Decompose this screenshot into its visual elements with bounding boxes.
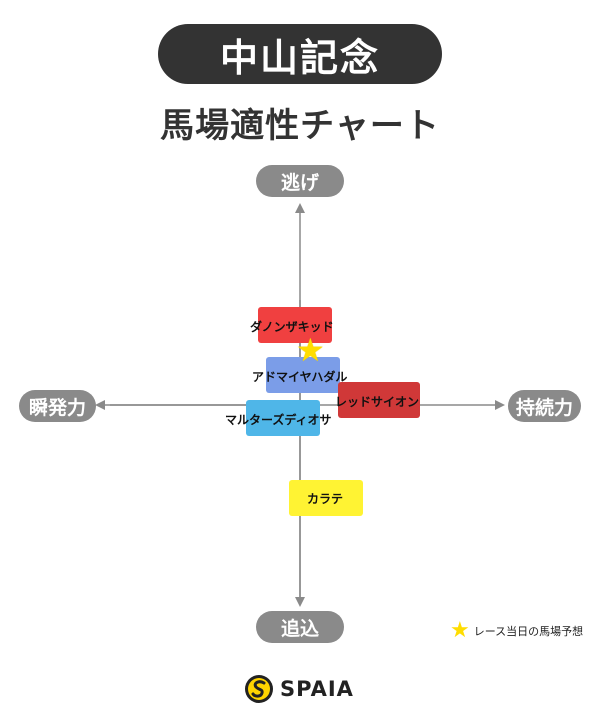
horse-label-admire-hadar: アドマイヤハダル xyxy=(252,370,348,384)
spaia-logo: SPAIA xyxy=(244,674,354,704)
chart-subtitle: 馬場適性チャート xyxy=(160,106,440,146)
horse-label-karate: カラテ xyxy=(307,492,344,506)
legend: ★ レース当日の馬場予想 xyxy=(450,620,583,642)
horse-box-danon-the-kid xyxy=(258,307,332,343)
spaia-logo-text: SPAIA xyxy=(280,677,354,701)
horse-box-admire-hadar xyxy=(266,357,340,393)
horse-box-red-sayion xyxy=(338,382,420,418)
horse-box-karate xyxy=(289,480,363,516)
horse-label-red-sayion: レッドサイオン xyxy=(335,395,420,409)
legend-label: レース当日の馬場予想 xyxy=(473,625,584,638)
star-icon: ★ xyxy=(296,331,325,369)
axis-label-top: 逃げ xyxy=(256,165,344,197)
page-title: 中山記念 xyxy=(158,24,442,84)
horse-label-danon-the-kid: ダノンザキッド xyxy=(250,320,334,334)
horse-label-malters-diosa: マルターズディオサ xyxy=(225,413,332,427)
spaia-logo-icon xyxy=(245,675,273,703)
axis-label-right: 持続力 xyxy=(508,390,581,422)
horse-box-malters-diosa xyxy=(246,400,320,436)
axis-label-bottom: 追込 xyxy=(256,611,344,643)
legend-star-icon: ★ xyxy=(450,618,470,643)
axis-label-left: 瞬発力 xyxy=(19,390,96,422)
